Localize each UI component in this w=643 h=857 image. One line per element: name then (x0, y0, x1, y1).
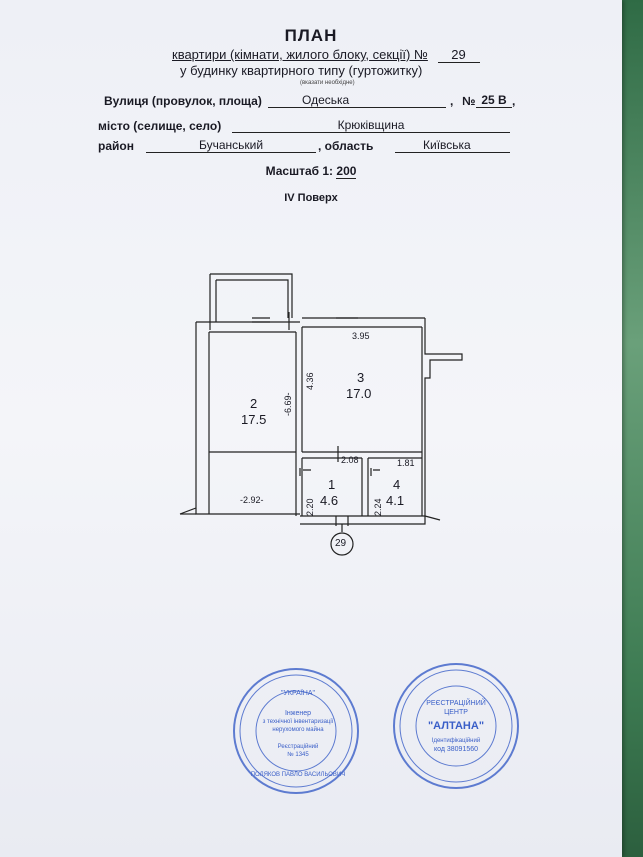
left-stamp-name: ПОЛЯКОВ ПАВЛО ВАСИЛЬОВИЧ (250, 772, 346, 778)
right-stamp-code: код 38091560 (433, 746, 479, 753)
scale: Масштаб 1: 200 (0, 164, 622, 179)
dim-6-69: -6.69- (283, 392, 293, 416)
scale-value: 200 (336, 164, 357, 179)
scale-label: Масштаб 1: (265, 164, 334, 178)
apartment-marker: 29 (335, 538, 347, 549)
apartment-number: 29 (437, 47, 480, 63)
room-2-number: 2 (250, 396, 258, 411)
room-3-area: 17.0 (346, 386, 372, 401)
dim-1-81: 1.81 (397, 458, 415, 468)
left-stamp-org: "УКРАЇНА" (280, 690, 316, 697)
house-label: № (462, 94, 476, 108)
room-3-number: 3 (357, 370, 365, 385)
dim-2-24: 2.24 (373, 498, 383, 516)
left-stamp-body2: з технічної інвентаризації (262, 719, 334, 725)
dim-4-36: 4.36 (305, 372, 315, 390)
right-stamp (393, 663, 519, 789)
city-value: Крюківщина (232, 118, 510, 133)
comma-1: , (450, 94, 454, 108)
floor-plan (179, 273, 463, 556)
left-stamp-reg: Реєстраційний (277, 744, 319, 750)
dim-2-08: 2.08 (341, 455, 359, 465)
dim-2-20: 2.20 (305, 498, 315, 516)
left-stamp-no: № 1345 (287, 752, 309, 758)
region-label: , область (318, 139, 374, 153)
right-stamp-center: ЦЕНТР (444, 709, 468, 716)
street-value: Одеська (268, 93, 446, 108)
right-stamp-top: РЕЄСТРАЦІЙНИЙ (426, 700, 486, 707)
document-page: ПЛАН квартири (кімнати, жилого блоку, се… (0, 0, 622, 857)
street-label: Вулиця (провулок, площа) (104, 94, 262, 108)
floor-label: IV Поверх (284, 192, 338, 204)
left-stamp (233, 668, 359, 794)
left-stamp-body1: Інженер (284, 710, 312, 717)
room-1-number: 1 (328, 477, 336, 492)
subtitle-line2: у будинку квартирного типу (гуртожитку) (180, 63, 423, 78)
room-1-area: 4.6 (320, 493, 339, 508)
room-2-area: 17.5 (241, 412, 267, 427)
dim-3-95: 3.95 (352, 331, 370, 341)
room-4-area: 4.1 (386, 493, 405, 508)
district-value: Бучанський (146, 138, 316, 153)
house-value: 25 В (476, 93, 512, 108)
dim-2-92: -2.92- (240, 495, 264, 505)
region-value: Київська (395, 138, 510, 153)
hint-text: (вказати необхідне) (300, 80, 355, 86)
right-stamp-id: Ідентифікаційний (431, 738, 481, 744)
subtitle-line1: квартири (кімнати, жилого блоку, секції)… (172, 47, 480, 63)
left-stamp-body3: нерухомого майна (272, 727, 324, 733)
right-stamp-name: "АЛТАНА" (427, 720, 485, 732)
subtitle-text: квартири (кімнати, жилого блоку, секції)… (172, 47, 428, 62)
city-label: місто (селище, село) (98, 119, 222, 133)
page-title: ПЛАН (284, 26, 338, 45)
room-4-number: 4 (393, 477, 401, 492)
district-label: район (98, 139, 134, 153)
comma-2: , (512, 94, 516, 108)
